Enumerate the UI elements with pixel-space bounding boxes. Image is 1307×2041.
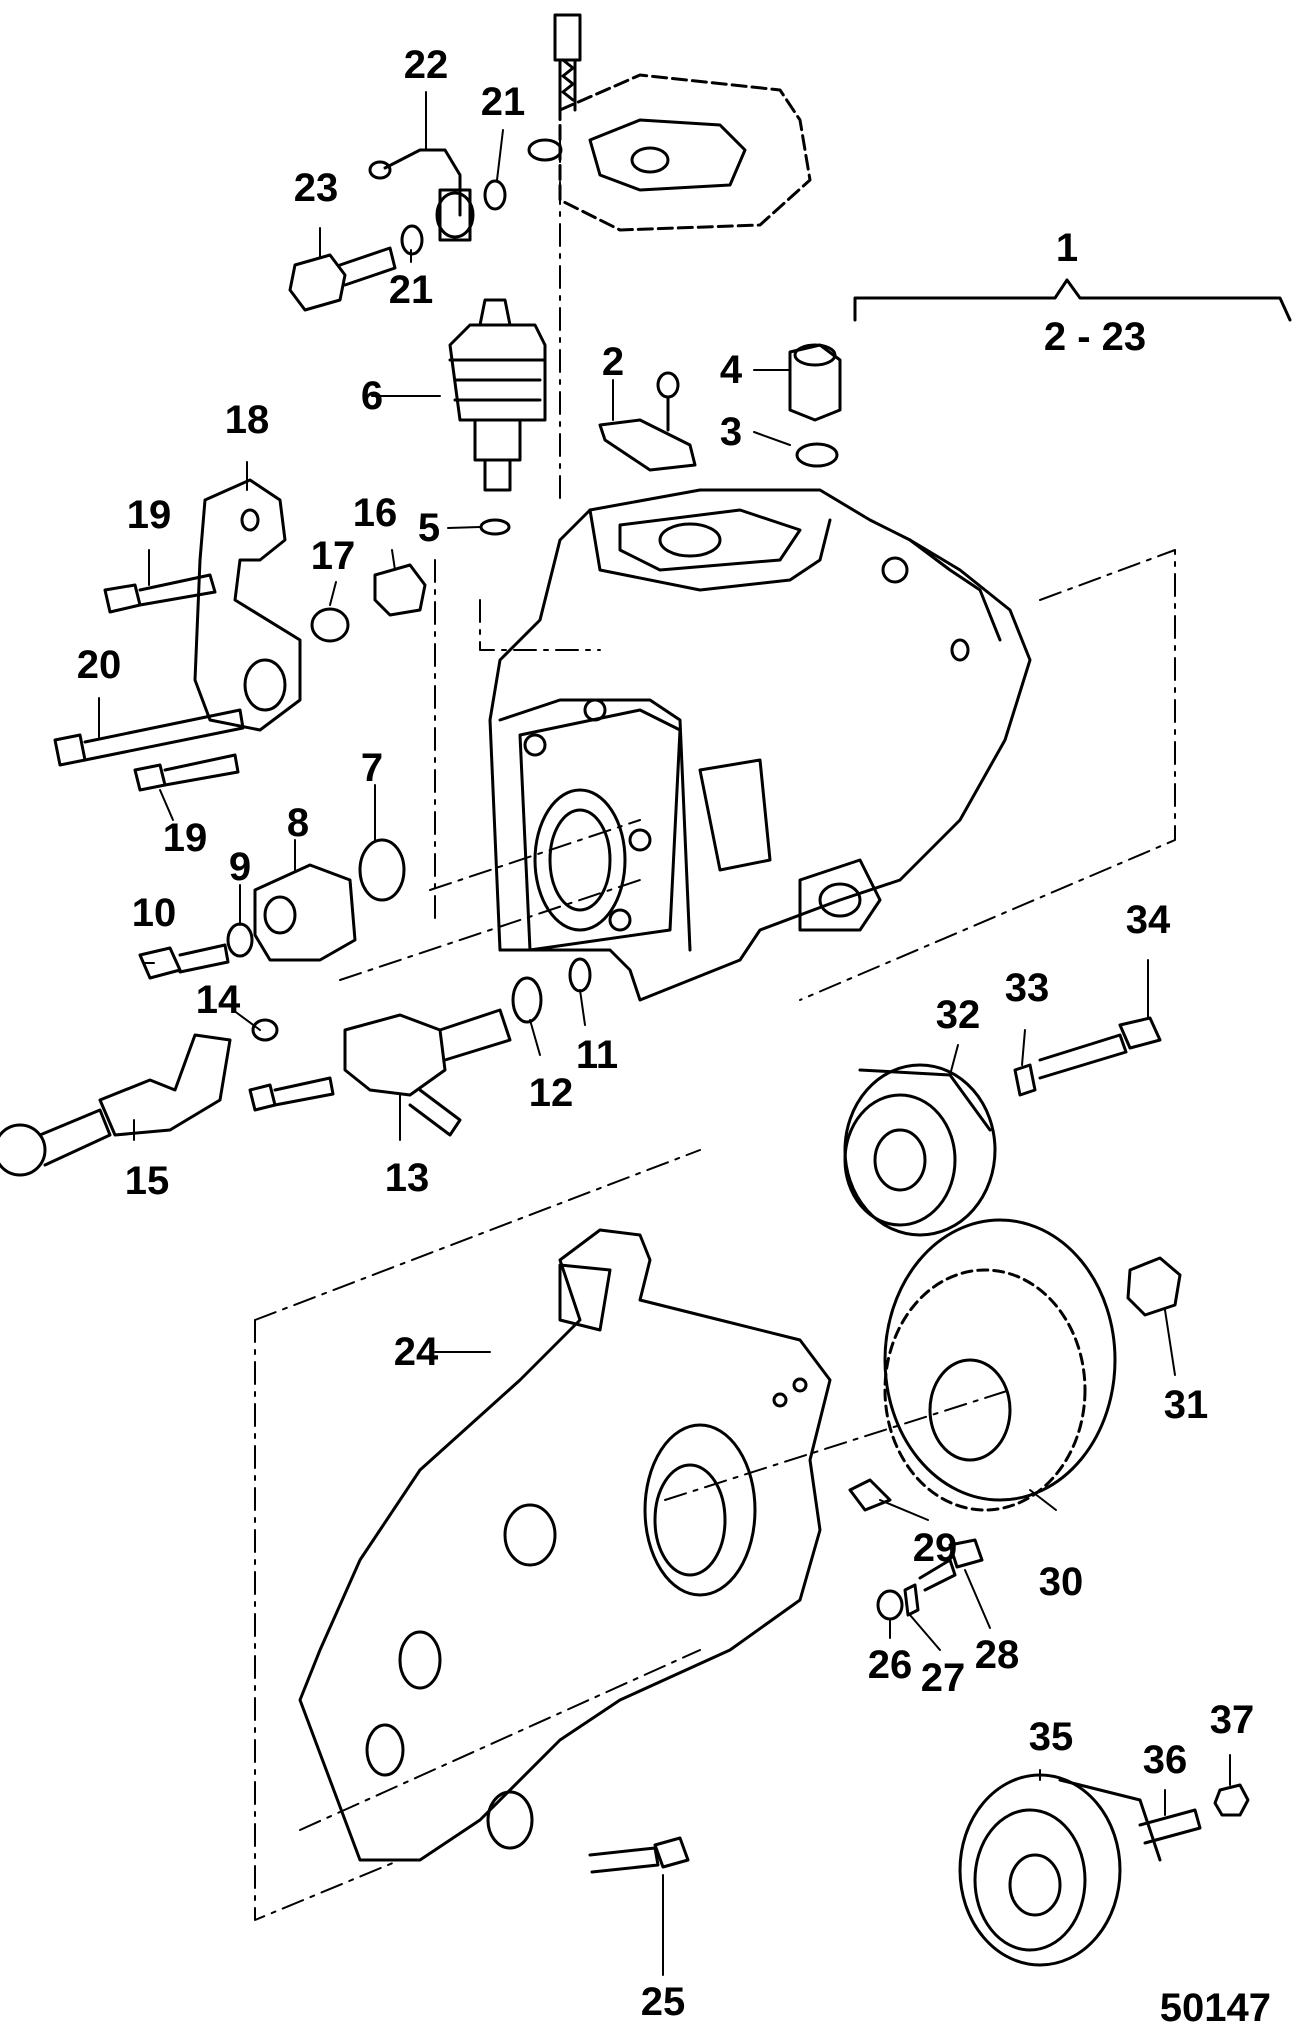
solenoid-6 [450,300,545,490]
callout-25: 25 [640,1980,686,2024]
nut-31 [1128,1258,1180,1315]
banjo-bolt-23 [290,248,395,310]
nut-16 [375,565,425,615]
bolt-34 [1040,1018,1160,1078]
gear-30 [885,1220,1115,1510]
callout-27: 27 [920,1656,966,1700]
bolt-19-top [105,575,215,612]
callout-8: 8 [286,801,310,845]
callout-16: 16 [352,491,398,535]
callout-29: 29 [912,1526,958,1570]
callout-12: 12 [528,1071,574,1115]
callout-33: 33 [1004,966,1050,1010]
bolt-36 [1140,1810,1200,1843]
washer-9 [228,924,252,956]
washer-12 [513,978,541,1022]
valve-13 [345,1010,510,1135]
washer-21-top [485,181,505,209]
callout-32: 32 [935,993,981,1037]
callout-36: 36 [1142,1738,1188,1782]
key-29 [850,1480,890,1510]
washer-14 [253,1020,277,1040]
callout-4: 4 [719,348,743,392]
bolt-28 [920,1540,982,1590]
callout-20: 20 [76,643,122,687]
callout-13: 13 [384,1156,430,1200]
callout-9: 9 [228,845,252,889]
plug-8 [255,865,355,960]
callout-6: 6 [360,374,384,418]
callout-26: 26 [867,1643,913,1687]
washer-3 [797,444,837,466]
callout-5: 5 [417,506,441,550]
callout-15: 15 [124,1159,170,1203]
pulley-35 [960,1775,1160,1965]
nut-37 [1215,1785,1248,1815]
figure-number: 50147 [1159,1986,1271,2030]
fitting-22 [370,150,473,240]
callout-21-bottom: 21 [388,268,434,312]
callout-19-bottom: 19 [162,816,208,860]
injection-pump-body [490,490,1030,1000]
callout-7: 7 [360,746,384,790]
callout-18: 18 [224,398,270,442]
assembly-range: 2 - 23 [1043,315,1147,359]
callout-2: 2 [601,340,625,384]
callout-14: 14 [195,978,241,1022]
callout-31: 31 [1163,1383,1209,1427]
washer-26 [878,1591,902,1619]
fitting-4 [790,345,840,420]
bracket-2 [600,373,695,470]
mounting-bracket-24 [300,1230,830,1860]
bolt-25 [590,1838,688,1872]
washer-33 [1015,1065,1035,1095]
callout-10: 10 [131,891,177,935]
assembly-bracket [855,280,1290,320]
o-ring-7 [360,840,404,900]
callout-24: 24 [393,1330,439,1374]
callout-22: 22 [403,43,449,87]
lever-18 [195,480,300,730]
callout-23: 23 [293,166,339,210]
hub-32 [845,1065,995,1235]
callout-35: 35 [1028,1715,1074,1759]
callout-11: 11 [575,1033,619,1077]
washer-21-bottom [402,226,422,254]
callout-3: 3 [719,410,743,454]
washer-17 [312,609,348,641]
callout-34: 34 [1125,898,1171,942]
assembly-label: 1 [1055,226,1079,270]
washer-5 [481,520,509,534]
center-lines [255,140,1175,1920]
bolt-10 [140,945,228,978]
screw-13-side [250,1078,333,1110]
sensor-15 [0,1035,230,1175]
pump-cover [529,15,810,230]
callout-30: 30 [1038,1560,1084,1604]
callout-17: 17 [310,534,356,578]
bolt-19-bottom [135,755,238,790]
callout-37: 37 [1209,1698,1255,1742]
callout-28: 28 [974,1633,1020,1677]
leader-lines [99,92,1230,1975]
bolt-20 [55,710,243,765]
callout-19-top: 19 [126,493,172,537]
washer-27 [905,1585,918,1615]
callout-21-top: 21 [480,80,526,124]
o-ring-11 [570,959,590,991]
